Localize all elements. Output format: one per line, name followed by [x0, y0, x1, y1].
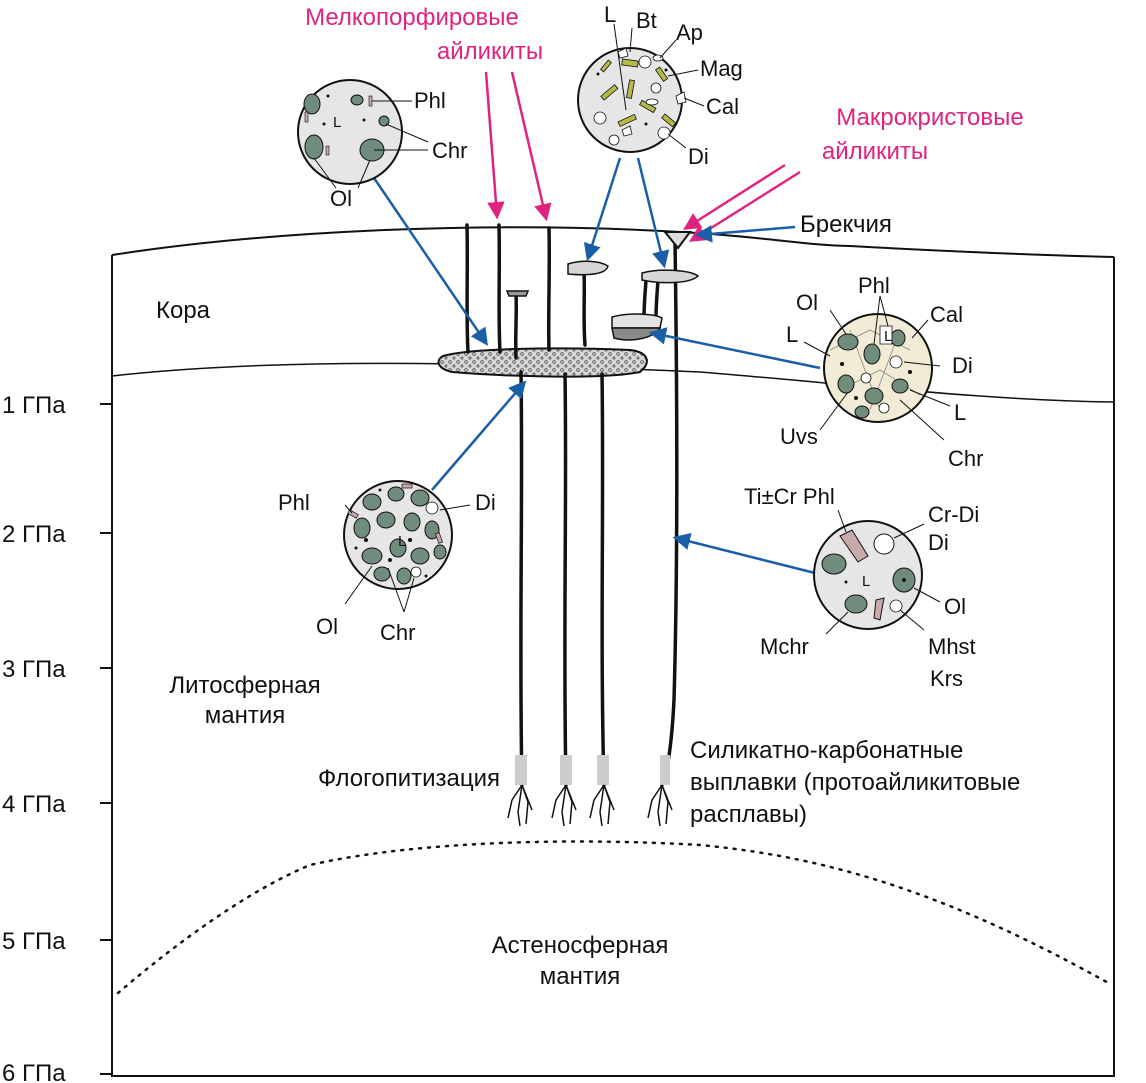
inset-rm-crdi-label: Cr-Di [928, 502, 979, 527]
inset-ru-phl-label: Phl [858, 273, 890, 298]
macro-sill [611, 313, 663, 341]
inset-lm-chr-label: Chr [380, 620, 415, 645]
inset-rm-di-label: Di [928, 530, 949, 555]
inset-rm-ol-label: Ol [944, 594, 966, 619]
lithosphere-label-2: мантия [205, 702, 286, 729]
inset-ru-cal-label: Cal [930, 302, 963, 327]
inset-tl-melt-label: L [333, 114, 341, 131]
blue-arrows [370, 157, 821, 575]
moho-line [111, 362, 1115, 403]
inset-right-upper: L Ol Phl Cal L Di L Uvs Chr [780, 273, 983, 471]
inset-ru-melt-left-label: L [786, 322, 798, 347]
root-zones [507, 755, 673, 827]
macrocrystic-label-1: Макрокристовые [836, 104, 1023, 131]
tick-label-4gpa: 4 ГПа [2, 791, 66, 818]
melts-label-2: выплавки (протоайликитовые [690, 769, 1020, 796]
fine-grained-label-1: Мелкопорфировые [305, 4, 519, 31]
inset-tc-melt-label: L [604, 2, 616, 27]
fine-grained-label-2: айликиты [437, 38, 543, 65]
tick-label-5gpa: 5 ГПа [2, 928, 66, 955]
surface-line [111, 226, 1115, 258]
tick-label-6gpa: 6 ГПа [2, 1060, 66, 1083]
inset-ru-ol-label: Ol [796, 290, 818, 315]
inset-tc-ap-label: Ap [676, 20, 703, 45]
asthenosphere-boundary [116, 840, 1114, 995]
inset-tc-mag-label: Mag [700, 56, 743, 81]
inset-tc-di-label: Di [688, 144, 709, 169]
inset-lm-ol-label: Ol [316, 614, 338, 639]
inset-rm-mchr-label: Mchr [760, 634, 809, 659]
lithosphere-label-1: Литосферная [169, 672, 320, 699]
inset-rm-krs-label: Krs [930, 666, 963, 691]
crust-label: Кора [156, 297, 211, 324]
pressure-labels: 1 ГПа 2 ГПа 3 ГПа 4 ГПа 5 ГПа 6 ГПа [2, 392, 66, 1083]
inset-tl-phl-label: Phl [414, 88, 446, 113]
inset-right-mid: L Ti±Cr Phl Cr-Di Di Ol Mchr Mhst Krs [744, 484, 979, 691]
breccia-pipe [662, 231, 692, 250]
inset-ru-melt-inner-label: L [884, 328, 892, 345]
small-sill-1 [505, 290, 530, 297]
inset-ru-melt-right-label: L [954, 400, 966, 425]
tick-label-1gpa: 1 ГПа [2, 392, 66, 419]
breccia-label: Брекчия [800, 211, 892, 238]
tick-label-2gpa: 2 ГПа [2, 521, 66, 548]
inset-ru-di-label: Di [952, 353, 973, 378]
dikes [465, 223, 679, 787]
inset-rm-mhst-label: Mhst [928, 634, 976, 659]
inset-ru-chr-label: Chr [948, 446, 983, 471]
pressure-scale [100, 403, 112, 1075]
inset-top-left: L Phl Chr Ol [297, 79, 467, 211]
melts-label-3: расплавы) [690, 801, 807, 828]
inset-tl-chr-label: Chr [432, 138, 467, 163]
inset-lm-phl-label: Phl [278, 490, 310, 515]
inset-rm-ticr-label: Ti±Cr Phl [744, 484, 835, 509]
inset-top-center: L Bt Ap Mag Cal Di [577, 2, 743, 169]
frame [111, 226, 1115, 1077]
asthenosphere-label-1: Астеносферная [492, 932, 669, 959]
inset-lm-di-label: Di [475, 490, 496, 515]
sill-body [437, 347, 648, 378]
small-sill-2 [567, 260, 609, 276]
macrocrystic-label-2: айликиты [822, 138, 928, 165]
inset-lm-melt-label: L [398, 533, 406, 550]
inset-tc-bt-label: Bt [636, 8, 657, 33]
inset-tl-ol-label: Ol [330, 186, 352, 211]
inset-rm-melt-label: L [862, 573, 870, 590]
asthenosphere-label-2: мантия [540, 963, 621, 990]
melts-label-1: Силикатно-карбонатные [690, 737, 963, 764]
small-sill-3 [641, 269, 700, 284]
inset-tc-cal-label: Cal [706, 94, 739, 119]
inset-left-mid: L Phl Di Ol Chr [278, 480, 496, 645]
inset-ru-uvs-label: Uvs [780, 424, 818, 449]
tick-label-3gpa: 3 ГПа [2, 656, 66, 683]
phlogopitization-label: Флогопитизация [318, 765, 500, 792]
